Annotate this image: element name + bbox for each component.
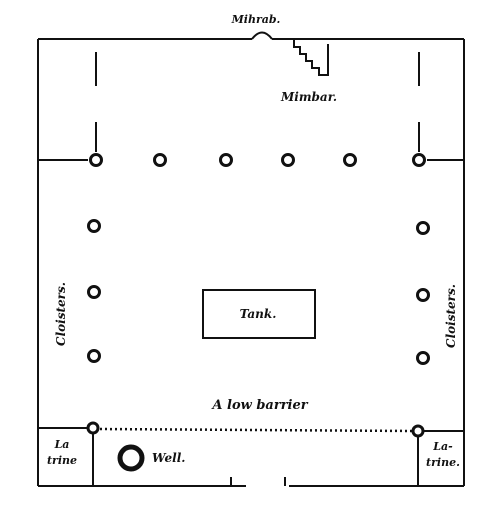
label-tank: Tank. <box>240 307 277 321</box>
column <box>87 285 101 299</box>
column <box>86 421 100 435</box>
column <box>416 288 430 302</box>
label-well: Well. <box>152 451 185 465</box>
column <box>87 349 101 363</box>
column <box>412 153 426 167</box>
label-cloisters-right: Cloisters. <box>444 284 458 348</box>
column <box>411 424 425 438</box>
mihrab-niche <box>251 31 273 40</box>
entrance <box>230 477 286 486</box>
well <box>117 444 145 472</box>
label-latrine-left-2: trine <box>47 454 77 467</box>
column <box>219 153 233 167</box>
column <box>153 153 167 167</box>
mimbar-stairs <box>293 40 329 76</box>
label-cloisters-left: Cloisters. <box>54 282 68 346</box>
label-mihrab: Mihrab. <box>231 13 281 26</box>
column <box>343 153 357 167</box>
label-barrier: A low barrier <box>210 398 308 413</box>
label-latrine-right-2: trine. <box>426 456 460 469</box>
latrines <box>38 427 464 486</box>
columns <box>86 153 430 438</box>
label-latrine-right-1: La- <box>432 440 453 453</box>
label-latrine-left-1: La <box>54 438 70 451</box>
column <box>416 221 430 235</box>
low-barrier <box>99 427 413 433</box>
column <box>89 153 103 167</box>
column <box>416 351 430 365</box>
column <box>87 219 101 233</box>
column <box>281 153 295 167</box>
sanctuary-partitions <box>38 52 464 161</box>
label-mimbar: Mimbar. <box>280 90 337 104</box>
tank <box>202 289 316 339</box>
outer-wall <box>37 38 465 487</box>
